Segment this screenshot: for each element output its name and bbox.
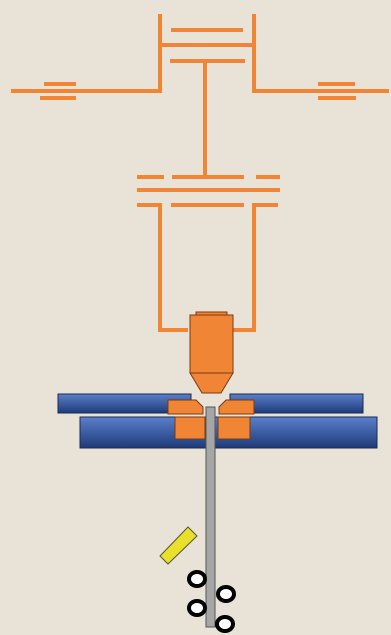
clamp-upper-left — [167, 399, 204, 415]
nozzle-icon — [189, 311, 234, 394]
right-feed-line — [252, 14, 389, 93]
ring-icon — [216, 585, 236, 603]
middle-manifold — [137, 175, 280, 332]
plates — [57, 393, 378, 449]
ring-icon — [187, 570, 207, 588]
clamp-upper-right — [218, 399, 255, 415]
ring-icon — [215, 615, 235, 633]
clamp-lower-left — [174, 416, 206, 440]
right-stub-mark — [318, 82, 356, 100]
nozzle-tip — [189, 372, 234, 394]
marker-icon — [159, 526, 198, 565]
left-feed-line — [11, 14, 162, 93]
nozzle-body — [189, 314, 234, 374]
clamp-blocks — [167, 399, 255, 440]
left-stub-mark — [40, 82, 76, 100]
clamp-lower-right — [217, 416, 251, 440]
top-manifold — [11, 14, 389, 175]
rings — [187, 570, 236, 633]
vertical-rod — [205, 406, 216, 628]
ring-icon — [187, 599, 207, 617]
outer-housing — [137, 203, 278, 332]
